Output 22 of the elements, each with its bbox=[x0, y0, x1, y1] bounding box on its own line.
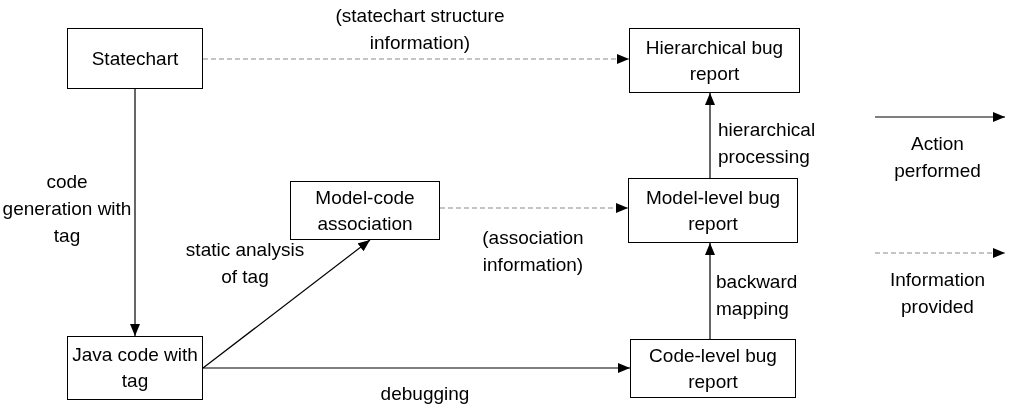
process-box: Hierarchical bug report bbox=[629, 28, 800, 93]
edge-label: (statechart structure information) bbox=[334, 4, 506, 55]
process-box: Code-level bug report bbox=[630, 339, 796, 398]
arrow bbox=[202, 239, 371, 369]
legend-label: Information provided bbox=[888, 268, 986, 319]
process-box: Model-level bug report bbox=[628, 178, 798, 243]
edge-label: (association information) bbox=[481, 226, 585, 277]
process-box: Model-code association bbox=[290, 181, 440, 240]
edge-label: hierarchical processing bbox=[718, 118, 817, 169]
process-box: Java code with tag bbox=[67, 336, 203, 400]
arrow bbox=[202, 363, 631, 373]
dashed-arrow bbox=[439, 203, 629, 213]
process-box: Statechart bbox=[67, 28, 203, 89]
edge-label: static analysis of tag bbox=[184, 238, 306, 289]
legend-label: Action performed bbox=[893, 132, 982, 183]
arrow bbox=[705, 92, 715, 179]
edge-label: backward mapping bbox=[716, 270, 799, 321]
arrow bbox=[130, 88, 140, 337]
edge-label: debugging bbox=[379, 382, 471, 406]
dashed-arrow bbox=[202, 54, 630, 64]
arrow bbox=[705, 242, 715, 340]
edge-label: code generation with tag bbox=[1, 170, 133, 248]
